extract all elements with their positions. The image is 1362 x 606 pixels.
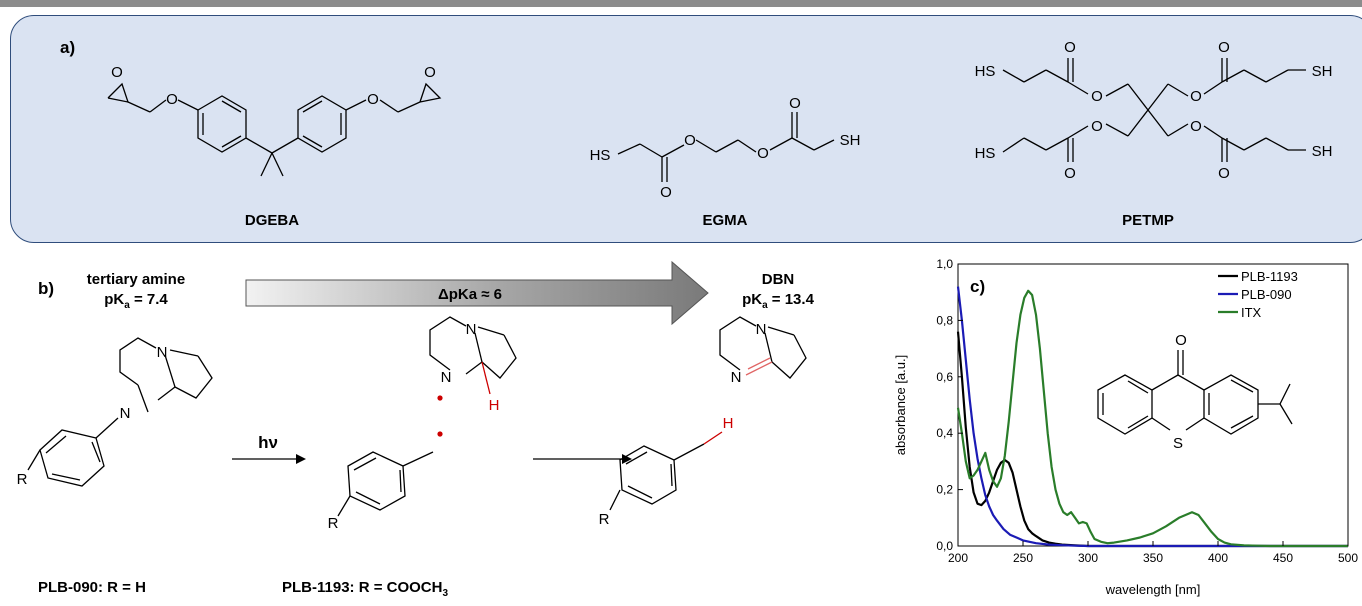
delta-pka-label: ΔpKa ≈ 6 (438, 286, 502, 303)
radical-pair-structure (337, 316, 517, 517)
atom-o: O (757, 145, 769, 162)
compound-label-egma: EGMA (703, 212, 748, 229)
legend-entry: PLB-090 (1241, 287, 1292, 302)
atom-o: O (1218, 39, 1230, 56)
plb-structure (27, 337, 213, 487)
x-tick-label: 200 (948, 551, 968, 565)
r-group: R (17, 471, 28, 488)
y-tick-label: 0,2 (936, 483, 953, 497)
c-n-bond (745, 361, 773, 376)
caption-plb-1193: PLB-1193: R = COOCH3 (282, 579, 448, 599)
x-tick-label: 300 (1078, 551, 1098, 565)
atom-o: O (789, 95, 801, 112)
dbn-structure (609, 316, 807, 511)
atom-o: O (166, 91, 178, 108)
r-group: R (328, 515, 339, 532)
c-h-bond (481, 361, 491, 395)
atom-o: O (660, 184, 672, 201)
atom-o: O (1218, 165, 1230, 182)
x-tick-label: 250 (1013, 551, 1033, 565)
caption-plb-090: PLB-090: R = H (38, 579, 146, 596)
plot-frame (957, 263, 1349, 547)
x-tick-label: 400 (1208, 551, 1228, 565)
atom-n: N (441, 369, 452, 386)
dgeba-structure (107, 82, 442, 177)
itx-atom-s: S (1173, 435, 1183, 452)
egma-structure (617, 112, 835, 182)
panel-b-label: b) (38, 279, 54, 298)
x-tick-label: 350 (1143, 551, 1163, 565)
series-line-plb-1193 (956, 331, 1348, 548)
atom-n: N (466, 321, 477, 338)
atom-o: O (1190, 88, 1202, 105)
atom-sh: SH (1312, 143, 1333, 160)
series-line-plb-090 (956, 286, 1348, 548)
r-group: R (599, 511, 610, 528)
tertiary-amine-pka: pKa = 7.4 (104, 291, 168, 311)
atom-o: O (1064, 165, 1076, 182)
atom-hs: HS (590, 147, 611, 164)
hv-arrow-head (296, 454, 306, 464)
legend-entry: ITX (1241, 305, 1262, 320)
c-n-double-bond (747, 357, 771, 370)
y-tick-label: 0,8 (936, 313, 953, 327)
y-tick-label: 1,0 (936, 257, 953, 271)
atom-hs: HS (975, 145, 996, 162)
series-line-itx (956, 289, 1348, 548)
panel-c-label: c) (970, 277, 985, 296)
pka-arrow (245, 260, 709, 326)
hv-label: hν (258, 433, 278, 452)
c-h-bond (703, 431, 723, 445)
atom-o: O (111, 64, 123, 81)
tertiary-amine-title: tertiary amine (87, 271, 185, 288)
atom-o: O (1064, 39, 1076, 56)
y-tick-label: 0,4 (936, 426, 953, 440)
x-tick-label: 450 (1273, 551, 1293, 565)
dbn-pka: pKa = 13.4 (742, 291, 815, 311)
y-tick-label: 0,6 (936, 370, 953, 384)
atom-sh: SH (1312, 63, 1333, 80)
dbn-title: DBN (762, 271, 795, 288)
atom-o: O (1091, 88, 1103, 105)
atom-h-red: H (489, 397, 500, 414)
c-radical-dot (437, 431, 443, 437)
legend-entry: PLB-1193 (1241, 269, 1298, 284)
atom-o: O (684, 132, 696, 149)
itx-atom-o: O (1175, 332, 1187, 349)
compound-label-petmp: PETMP (1122, 212, 1174, 229)
atom-o: O (1190, 118, 1202, 135)
y-tick-label: 0,0 (936, 539, 953, 553)
atom-o: O (1091, 118, 1103, 135)
atom-h-red: H (723, 415, 734, 432)
atom-o: O (367, 91, 379, 108)
atom-n: N (120, 405, 131, 422)
petmp-structure (1002, 58, 1306, 162)
x-axis-label: wavelength [nm] (1105, 582, 1201, 597)
compound-label-dgeba: DGEBA (245, 212, 299, 229)
atom-o: O (424, 64, 436, 81)
atom-n: N (731, 369, 742, 386)
itx-structure (1097, 350, 1293, 435)
atom-hs: HS (975, 63, 996, 80)
y-axis-label: absorbance [a.u.] (893, 355, 908, 455)
x-tick-label: 500 (1338, 551, 1358, 565)
n-radical-dot (437, 395, 443, 401)
panel-a-label: a) (60, 38, 75, 57)
reaction-arrow-head (622, 454, 632, 464)
panel-a-background (10, 15, 1362, 243)
top-bar (0, 0, 1362, 7)
atom-n: N (157, 344, 168, 361)
atom-n: N (756, 321, 767, 338)
atom-sh: SH (840, 132, 861, 149)
